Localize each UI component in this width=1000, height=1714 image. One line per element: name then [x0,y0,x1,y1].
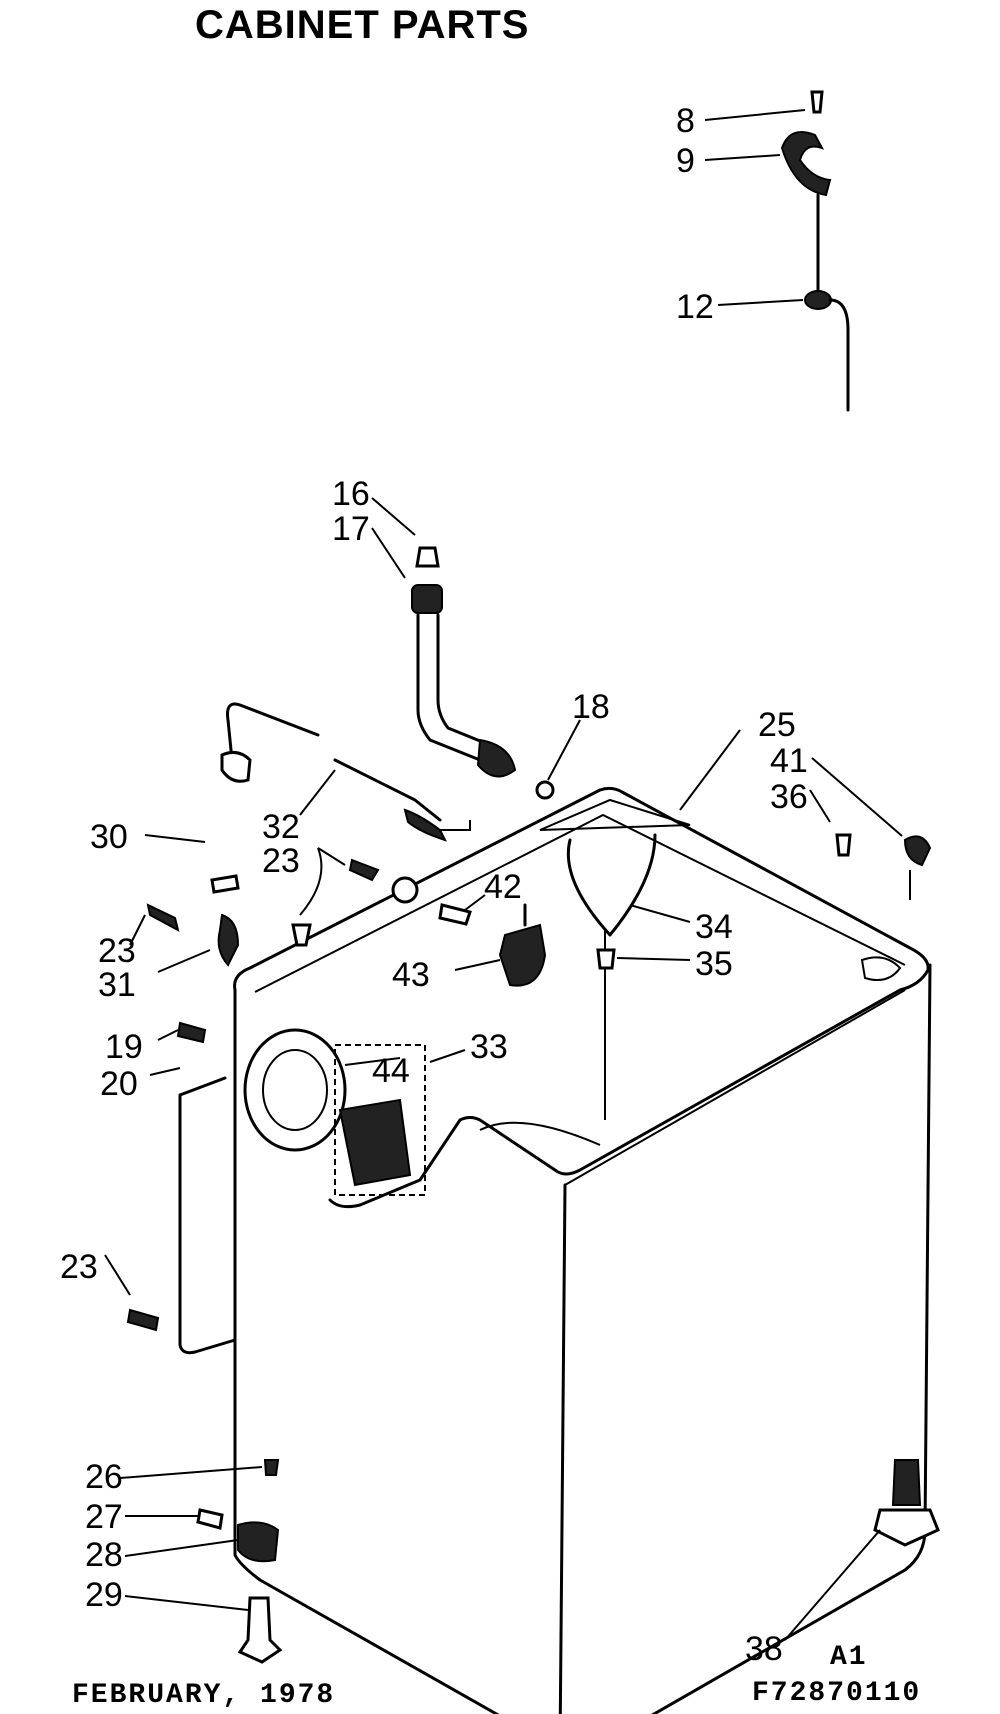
hose-coupling [476,738,517,778]
callout-29: 29 [85,1576,123,1614]
callout-16: 16 [332,475,370,513]
callout-30: 30 [90,818,128,856]
callout-36: 36 [770,778,808,816]
timer-44-part [243,1028,347,1152]
plug-part [391,876,419,904]
harness-line [333,758,442,822]
callout-20: 20 [100,1065,138,1103]
hose-tail [828,298,850,412]
clip-18-part [535,780,555,800]
leader-lines [104,109,903,1641]
pin-42-part [438,903,472,926]
callout-31: 31 [98,966,136,1004]
callout-19: 19 [105,1028,143,1066]
leg-38-foot [873,1508,940,1547]
callout-28: 28 [85,1536,123,1574]
cabinet-front-corner [558,1183,567,1714]
harness-connector [403,808,447,842]
harness-lead [440,820,471,831]
control-33-part [338,1098,412,1187]
cabinet-top-rim [233,786,930,992]
callout-33: 33 [470,1028,508,1066]
callout-23-c: 23 [60,1248,98,1286]
switch-43-part [498,923,547,987]
grommet-12-part [804,290,832,310]
callout-41: 41 [770,742,808,780]
callout-44: 44 [372,1052,410,1090]
screw-23b-part [348,858,380,882]
clip-30-part [210,874,240,894]
clip-41-part [903,835,932,867]
callout-38: 38 [745,1630,783,1668]
tube-upper [226,702,320,762]
callout-34: 34 [695,908,733,946]
rim-detail [479,1121,601,1146]
cabinet-left-edge [233,988,500,1714]
nut-26-part [263,1459,280,1476]
screw-23a-part [146,903,180,932]
foot-28-part [237,1521,280,1563]
footer-code-b: F72870110 [752,1678,921,1709]
callout-23-b: 23 [262,842,300,880]
clamp-9-part [780,131,832,197]
side-panel-top [178,1076,227,1097]
fill-hose-assembly [411,546,555,800]
callout-23-a: 23 [98,932,136,970]
tube-clip [220,750,252,783]
control-33-outline [334,1044,426,1196]
wire-harness [220,702,471,842]
screw-8-part [810,90,824,114]
callout-labels: 8 9 12 16 17 18 25 41 36 30 32 23 23 31 … [60,102,808,1668]
callout-32: 32 [262,808,300,846]
cabinet-body [178,786,932,1714]
footer-code-a: A1 [830,1642,868,1673]
callout-27: 27 [85,1498,123,1536]
callout-18: 18 [572,688,610,726]
callout-35: 35 [695,945,733,983]
small-parts [126,833,940,1664]
cabinet-front-top [328,968,930,1209]
diagram-title: CABINET PARTS [195,3,529,47]
hose-left-wall [416,613,482,762]
hose-clamp-assembly [780,90,850,412]
leg-38-threads [891,1459,922,1506]
callout-26: 26 [85,1458,123,1496]
callout-8: 8 [676,102,695,140]
screw-19-part [176,1021,207,1044]
footer-date: FEBRUARY, 1978 [72,1680,335,1711]
side-panel-left [178,1093,237,1355]
callout-12: 12 [676,288,714,326]
hose-right-wall [436,613,492,747]
nut-35-part [596,948,616,970]
nut-36-part [835,833,852,857]
inner-wall-line [564,989,906,1186]
rim-corner [860,956,902,981]
callout-25: 25 [758,706,796,744]
bracket-31-part [217,913,240,967]
fitting-17-part [411,584,443,614]
timer-inner [262,1049,328,1131]
callout-42: 42 [484,868,522,906]
screw-23d-part [126,1308,160,1332]
cap-16-part [415,546,440,568]
cabinet-right-bottom [651,963,932,1714]
callout-17: 17 [332,510,370,548]
screw-23c-part [291,923,312,947]
callout-43: 43 [392,956,430,994]
rim-bracket [539,798,691,831]
suspension-34-part [566,833,657,937]
callout-9: 9 [676,142,695,180]
bolt-27-part [196,1508,224,1530]
cabinet-inner-rim [254,813,906,993]
leg-29-part [237,1596,283,1664]
